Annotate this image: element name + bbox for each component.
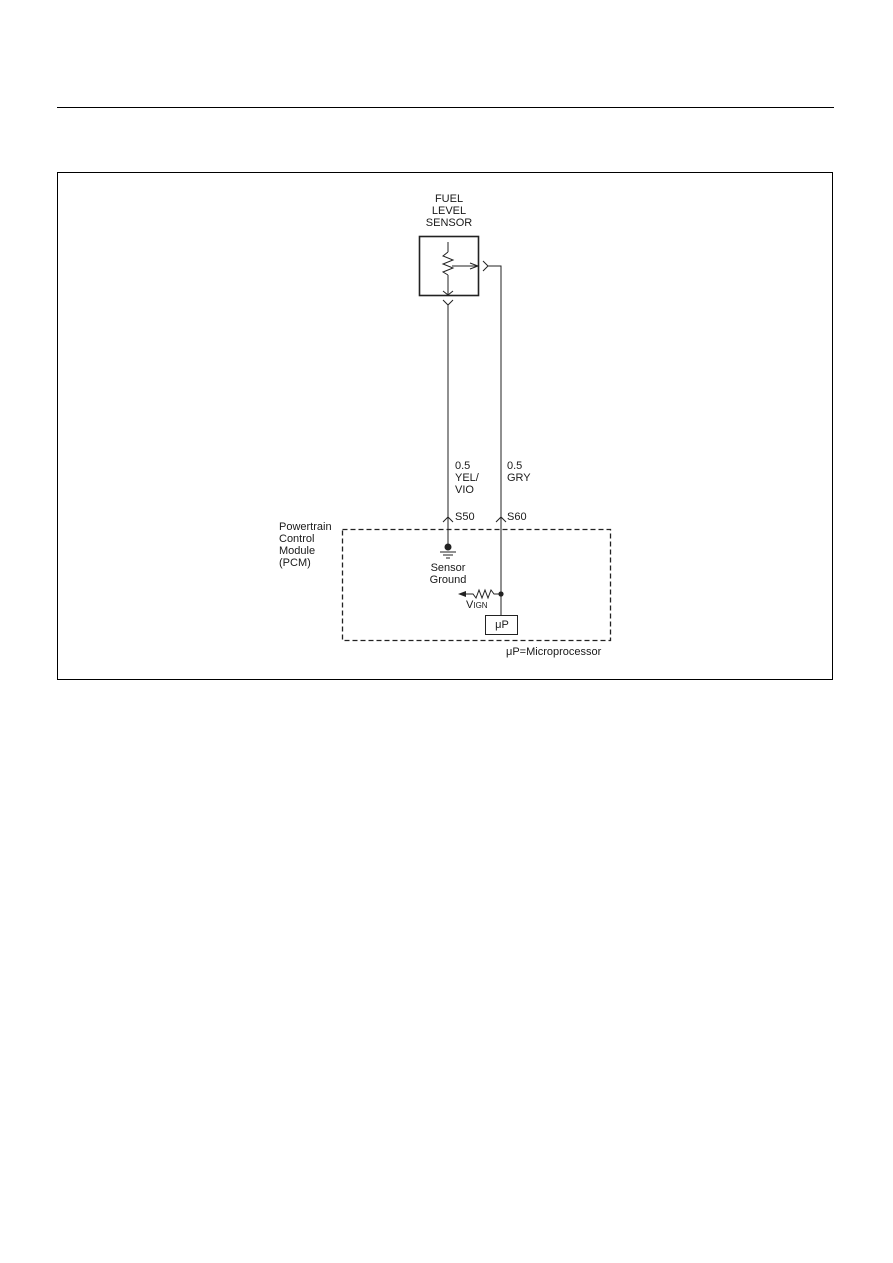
terminal-s60-label: S60: [507, 511, 527, 523]
terminal-s50-label: S50: [455, 511, 475, 523]
pcm-label: Powertrain Control Module (PCM): [279, 521, 332, 569]
sensor-ground-line2: Ground: [429, 574, 467, 586]
microprocessor-box: [485, 615, 518, 635]
terminal-s50-connector: [442, 516, 454, 523]
pcm-label-line1: Powertrain: [279, 521, 332, 533]
sensor-label-line3: SENSOR: [425, 217, 473, 229]
sensor-label: FUEL LEVEL SENSOR: [418, 193, 480, 229]
wire-left-color-1: YEL/: [455, 472, 479, 484]
pcm-label-line4: (PCM): [279, 557, 311, 569]
pcm-box: [341, 528, 612, 642]
wire-right-color: GRY: [507, 472, 531, 484]
microprocessor-legend: μP=Microprocessor: [506, 646, 602, 658]
sensor-ground-line1: Sensor: [430, 562, 466, 574]
header-rule: [57, 107, 834, 108]
wire-left-label: 0.5 YEL/ VIO: [455, 460, 479, 496]
vign-arrow: [458, 591, 466, 597]
ground-node: [444, 543, 452, 551]
s60-node: [498, 591, 504, 597]
pcm-label-line3: Module: [279, 545, 316, 557]
sensor-ground-label: Sensor Ground: [420, 562, 476, 586]
wire-right-label: 0.5 GRY: [507, 460, 531, 484]
wire-left-color-2: VIO: [455, 484, 474, 496]
wire-right-gauge: 0.5: [507, 460, 523, 472]
vign-main: V: [466, 599, 474, 611]
pcm-label-line2: Control: [279, 533, 315, 545]
diagram-frame: [57, 172, 833, 680]
microprocessor-label: μP: [495, 619, 509, 631]
sensor-label-line2: LEVEL: [431, 205, 467, 217]
sensor-label-line1: FUEL: [434, 193, 464, 205]
sensor-resistor: [441, 251, 455, 276]
vign-label: VIGN: [466, 599, 488, 612]
wire-gry: [488, 265, 502, 522]
vign-subscript: IGN: [473, 601, 488, 610]
wire-left-gauge: 0.5: [455, 460, 471, 472]
sensor-wiper-arrow: [469, 262, 480, 270]
sensor-connector-bottom: [442, 290, 454, 296]
sensor-connector-right: [482, 260, 489, 272]
sensor-connector-bottom-outer: [442, 299, 454, 306]
terminal-s60-connector: [495, 516, 507, 523]
vign-resistor: [465, 588, 501, 600]
